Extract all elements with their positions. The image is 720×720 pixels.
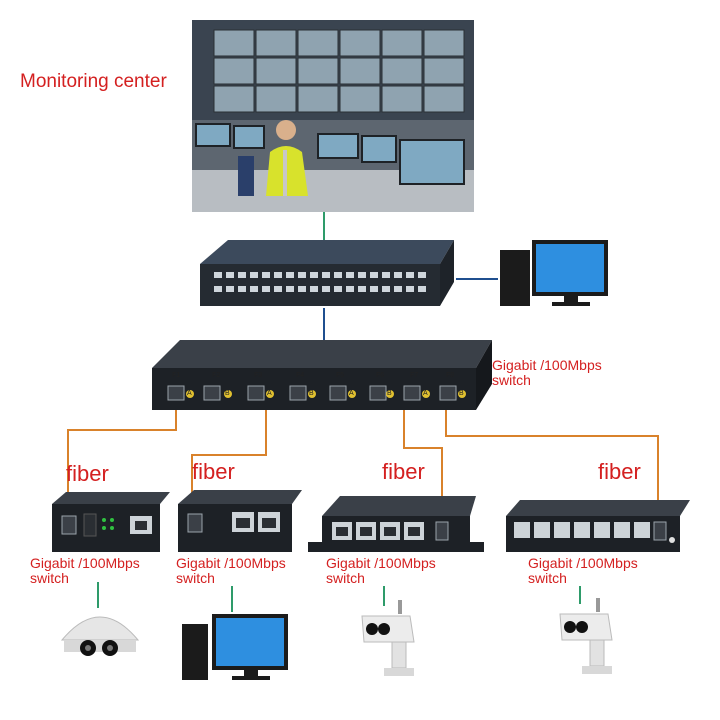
fiber-label-3: fiber: [382, 459, 425, 484]
fiber-label-1: fiber: [66, 461, 109, 486]
port-label: F4: [296, 372, 305, 379]
port-label: F8: [446, 372, 455, 379]
port-letter: B: [459, 390, 464, 397]
bullet-camera-icon: [361, 600, 415, 676]
fiber-line-2: [191, 402, 267, 520]
port-letter: B: [387, 390, 392, 397]
main-switch-label: Gigabit /100Mbps switch: [492, 357, 602, 388]
fiber-line-4: [445, 402, 659, 522]
fiber-label-2: fiber: [192, 459, 235, 484]
port-letter: A: [267, 390, 272, 397]
desktop-computer-icon-bottom: [182, 614, 288, 680]
fiber-poe-switch-4: [506, 500, 690, 552]
port-letter: A: [423, 390, 428, 397]
dome-camera-icon: [60, 616, 140, 656]
rack-switch-icon: [200, 240, 454, 306]
port-label: F2: [212, 372, 221, 379]
switch-label-4: Gigabit /100Mbps switch: [528, 555, 638, 586]
port-label: F3: [254, 372, 263, 379]
switch-label-1: Gigabit /100Mbps switch: [30, 555, 140, 586]
media-converter-2: [178, 490, 302, 552]
port-letter: B: [225, 390, 230, 397]
port-label: F6: [376, 372, 385, 379]
port-label: F7: [410, 372, 419, 379]
port-letter: A: [349, 390, 354, 397]
fiber-line-1: [67, 402, 177, 520]
switch-label-3: Gigabit /100Mbps switch: [326, 555, 436, 586]
port-label: F1: [172, 372, 181, 379]
port-label: F5: [336, 372, 345, 379]
fiber-label-4: fiber: [598, 459, 641, 484]
port-letter: B: [309, 390, 314, 397]
fiber-line-3: [403, 402, 443, 522]
monitoring-room-photo: [192, 20, 474, 212]
bullet-camera-icon-2: [559, 598, 613, 674]
monitoring-center-label: Monitoring center: [20, 71, 167, 92]
switch-label-2: Gigabit /100Mbps switch: [176, 555, 286, 586]
media-converter-1: [52, 492, 170, 552]
desktop-computer-icon: [500, 240, 608, 306]
port-letter: A: [187, 390, 192, 397]
fiber-switch-icon: [152, 340, 492, 410]
fiber-poe-switch-3: [308, 496, 484, 552]
